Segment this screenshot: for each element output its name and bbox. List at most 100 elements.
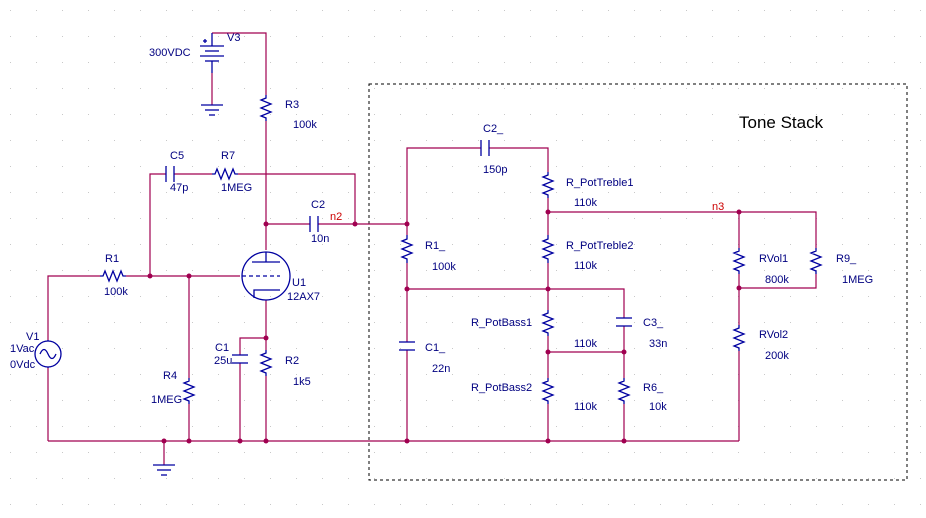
c3-name: C3_ [643,317,664,329]
grid-dot [842,374,843,375]
c2-value: 10n [311,233,329,245]
resistor-r9[interactable] [809,248,823,274]
resistor-r6[interactable] [617,378,631,404]
junction-dot [621,349,627,355]
grid-dot [10,114,11,115]
grid-dot [192,10,193,11]
grid-dot [868,166,869,167]
grid-dot [894,452,895,453]
grid-dot [426,270,427,271]
grid-dot [62,140,63,141]
r1b-value: 100k [432,261,456,273]
grid-dot [686,348,687,349]
capacitor-c2b[interactable] [480,140,490,156]
grid-dot [504,88,505,89]
grid-dot [634,322,635,323]
grid-dot [608,114,609,115]
grid-dot [738,10,739,11]
resistor-rpt1[interactable] [541,172,555,198]
grid-dot [270,140,271,141]
capacitor-c1b[interactable] [399,341,415,351]
grid-dot [218,10,219,11]
resistor-r1b[interactable] [400,235,414,263]
resistor-rvol1[interactable] [732,248,746,274]
resistor-r3[interactable] [259,95,273,121]
resistor-rvol2[interactable] [732,325,746,351]
grid-dot [140,114,141,115]
grid-dot [36,114,37,115]
grid-dot [842,114,843,115]
battery-v3[interactable] [200,33,224,73]
grid-dot [62,166,63,167]
capacitor-c5[interactable] [165,166,175,182]
grid-dot [270,322,271,323]
resistor-rpb1[interactable] [541,310,555,336]
triode-u1[interactable] [241,251,291,301]
node-label-n3: n3 [712,201,724,213]
grid-dot [114,426,115,427]
junction-dot [404,221,410,227]
capacitor-c3[interactable] [616,317,632,327]
junction-dot [147,273,153,279]
grid-dot [712,140,713,141]
grid-dot [322,244,323,245]
ac-source-v1[interactable] [34,340,62,368]
labels: V3 300VDC R3 100k C5 47p R7 1MEG C2 10n … [10,32,873,413]
grid-dot [868,322,869,323]
grid-dot [218,426,219,427]
grid-dot [816,322,817,323]
grid-dot [868,452,869,453]
grid-dot [270,348,271,349]
resistor-r1[interactable] [100,269,126,283]
resistor-r2[interactable] [259,350,273,376]
r4-value: 1MEG [151,394,182,406]
junction-dot [263,438,269,444]
grid-dot [62,244,63,245]
grid-dot [634,452,635,453]
grid-dot [218,400,219,401]
r1-value: 100k [104,286,128,298]
grid-dot [140,322,141,323]
grid-dot [842,166,843,167]
grid-dot [894,426,895,427]
grid-dot [894,192,895,193]
grid-dot [816,478,817,479]
grid-dot [36,296,37,297]
grid-dot [114,192,115,193]
grid-dot [10,244,11,245]
grid-dot [504,36,505,37]
grid-dot [608,88,609,89]
grid-dot [660,114,661,115]
grid-dot [452,478,453,479]
grid-dot [556,114,557,115]
grid-dot [582,478,583,479]
resistor-rpt2[interactable] [541,235,555,263]
resistor-r7[interactable] [212,167,238,181]
grid-dot [62,296,63,297]
grid-dot [504,478,505,479]
grid-dot [244,114,245,115]
grid-dot [322,270,323,271]
grid-dot [452,244,453,245]
capacitor-c2[interactable] [309,216,319,232]
grid-dot [166,10,167,11]
r4-name: R4 [163,370,177,382]
grid-dot [10,348,11,349]
grid-dot [400,218,401,219]
grid-dot [270,218,271,219]
capacitor-c1[interactable] [232,354,248,364]
grid-dot [374,426,375,427]
rvol2-name: RVol2 [759,329,788,341]
v1-dc: 0Vdc [10,359,36,371]
resistor-r4[interactable] [182,378,196,404]
grid-dot [764,322,765,323]
grid-dot [608,322,609,323]
rvol2-value: 200k [765,350,789,362]
grid-dot [478,62,479,63]
grid-dot [894,504,895,505]
grid-dot [634,88,635,89]
resistor-rpb2[interactable] [541,378,555,404]
grid-dot [868,88,869,89]
r6-name: R6_ [643,382,664,394]
grid-dot [920,166,921,167]
